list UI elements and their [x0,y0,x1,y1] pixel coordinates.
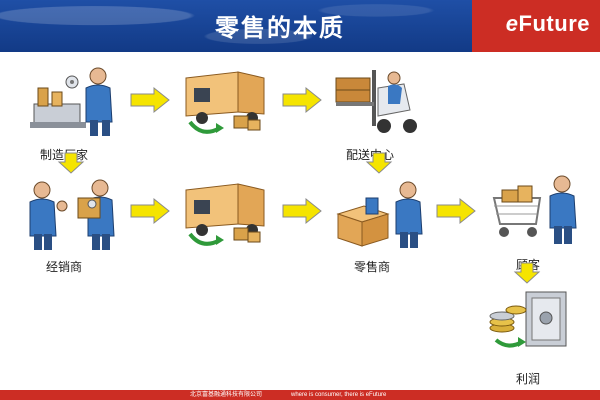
retailer-label: 零售商 [354,260,391,274]
logo-box: eFuture [472,0,600,52]
efuture-logo: eFuture [505,11,590,36]
factory-worker-icon [30,67,113,136]
distributor-handshake-icon [29,179,115,250]
footer-slogan: where is consumer, there is eFuture [291,392,387,398]
footer-company: 北京富基融通科技有限公司 [190,392,263,398]
arrow-right-icon [130,86,170,114]
footer-bar: 北京富基融通科技有限公司 where is consumer, there is… [0,390,600,400]
delivery-truck-icon [185,183,265,246]
shopping-cart-customer-icon [492,175,577,244]
arrow-right-icon [436,197,476,225]
retailer-box-icon [336,181,423,248]
distributor-label: 经销商 [46,260,83,274]
globe-background [0,0,470,52]
arrow-down-icon [365,152,393,174]
forklift-icon [335,70,417,133]
arrow-down-icon [57,152,85,174]
safe-coins-icon [489,291,567,348]
arrow-right-icon [282,86,322,114]
arrow-right-icon [130,197,170,225]
delivery-truck-icon [185,71,265,134]
arrow-right-icon [282,197,322,225]
profit-label: 利润 [516,372,541,386]
arrow-down-icon [513,262,541,284]
header-banner: 零售的本质 eFuture [0,0,600,52]
page-title: 零售的本质 [215,14,345,42]
